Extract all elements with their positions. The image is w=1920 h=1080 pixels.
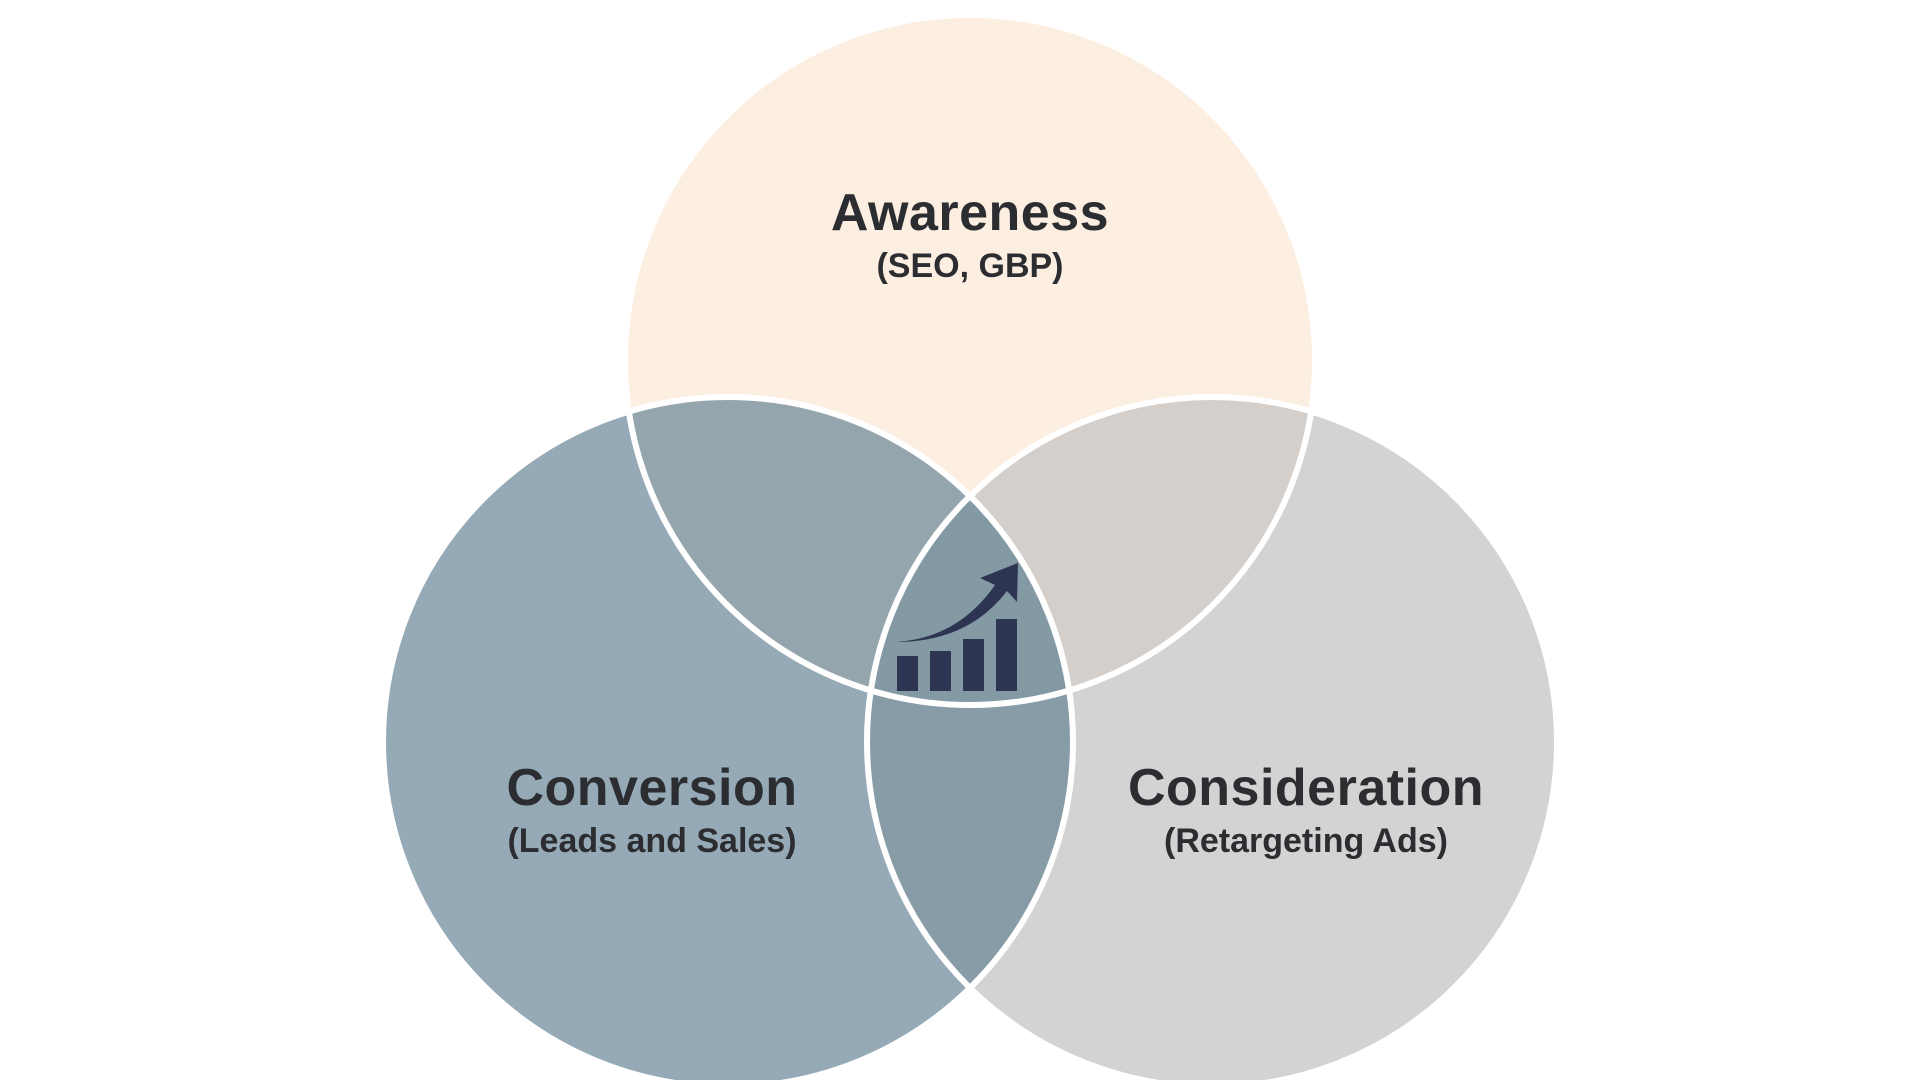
consideration-subtitle: (Retargeting Ads) — [1164, 822, 1448, 860]
circle-outlines — [380, 12, 1560, 1080]
consideration-title: Consideration — [1128, 759, 1484, 817]
awareness-subtitle: (SEO, GBP) — [876, 247, 1063, 285]
growth-chart-icon — [896, 563, 1018, 691]
awareness-consideration-overlap — [867, 397, 1315, 705]
awareness-conversion-overlap — [625, 397, 1073, 705]
conversion-title: Conversion — [506, 759, 797, 817]
conversion-subtitle: (Leads and Sales) — [507, 822, 796, 860]
awareness-title: Awareness — [831, 184, 1109, 242]
